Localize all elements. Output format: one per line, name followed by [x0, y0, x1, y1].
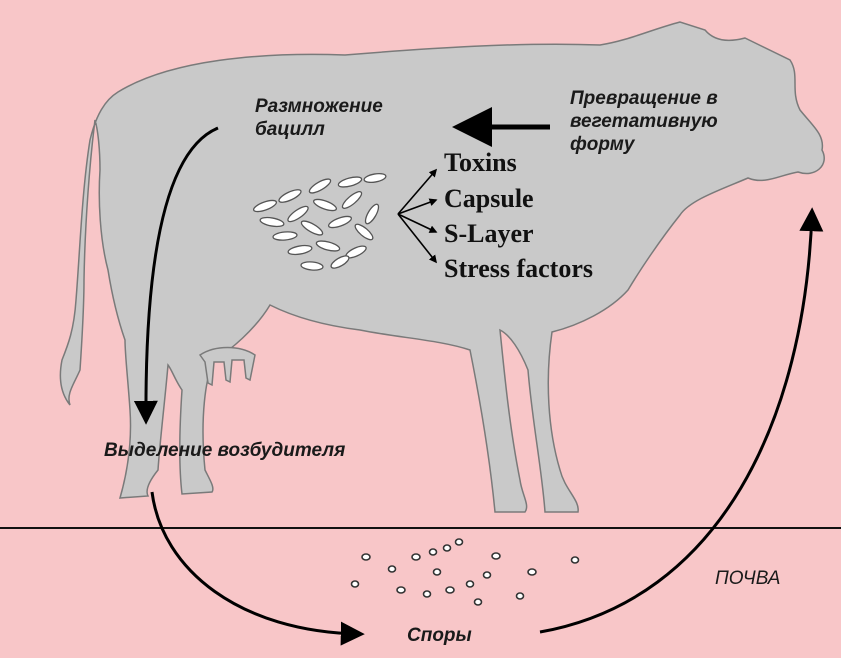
spores-cluster	[352, 539, 579, 605]
label-spores: Споры	[407, 625, 472, 648]
arrow-excretion-to-spores	[152, 492, 360, 634]
label-reproduction: Размножение бацилл	[255, 96, 383, 142]
factor-capsule: Capsule	[444, 186, 534, 212]
factor-stress: Stress factors	[444, 256, 593, 282]
label-excretion: Выделение возбудителя	[104, 440, 345, 463]
label-soil: ПОЧВА	[715, 568, 780, 591]
factor-toxins: Toxins	[444, 150, 517, 176]
label-conversion: Превращение в вегетативную форму	[570, 88, 718, 156]
factor-s-layer: S-Layer	[444, 221, 534, 247]
cow-udder	[200, 348, 255, 386]
